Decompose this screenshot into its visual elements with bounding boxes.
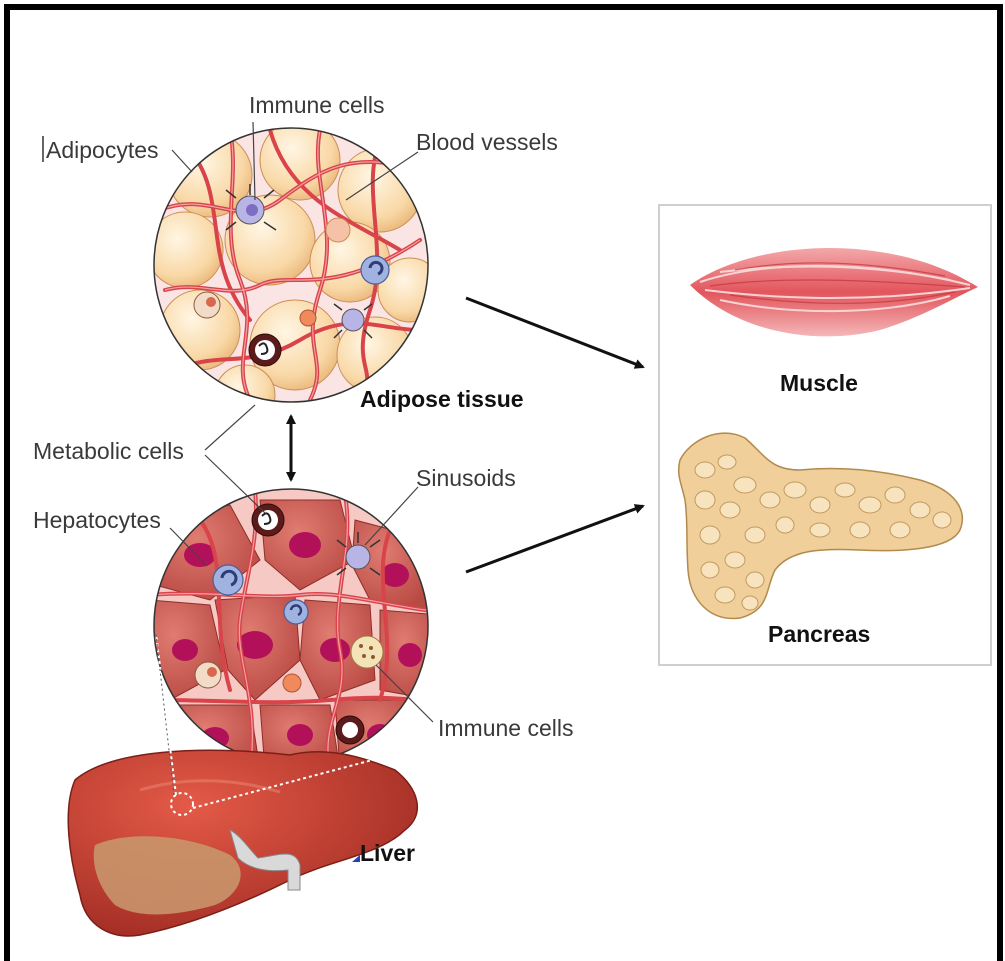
label-metabolic-cells: Metabolic cells	[33, 438, 184, 464]
label-adipose-tissue: Adipose tissue	[360, 386, 524, 412]
arrow-adipose-to-muscle	[466, 298, 643, 367]
label-pancreas: Pancreas	[768, 621, 870, 647]
label-adipocytes: Adipocytes	[46, 137, 159, 163]
label-hepatocytes: Hepatocytes	[33, 507, 161, 533]
label-blood-vessels: Blood vessels	[416, 129, 558, 155]
label-liver: Liver	[360, 840, 415, 866]
liver-tissue-illustration	[140, 489, 440, 770]
label-immune-cells-top: Immune cells	[249, 92, 384, 118]
label-immune-cells-bottom: Immune cells	[438, 715, 573, 741]
label-sinusoids: Sinusoids	[416, 465, 516, 491]
arrow-liver-to-pancreas	[466, 506, 643, 572]
label-muscle: Muscle	[780, 370, 858, 396]
